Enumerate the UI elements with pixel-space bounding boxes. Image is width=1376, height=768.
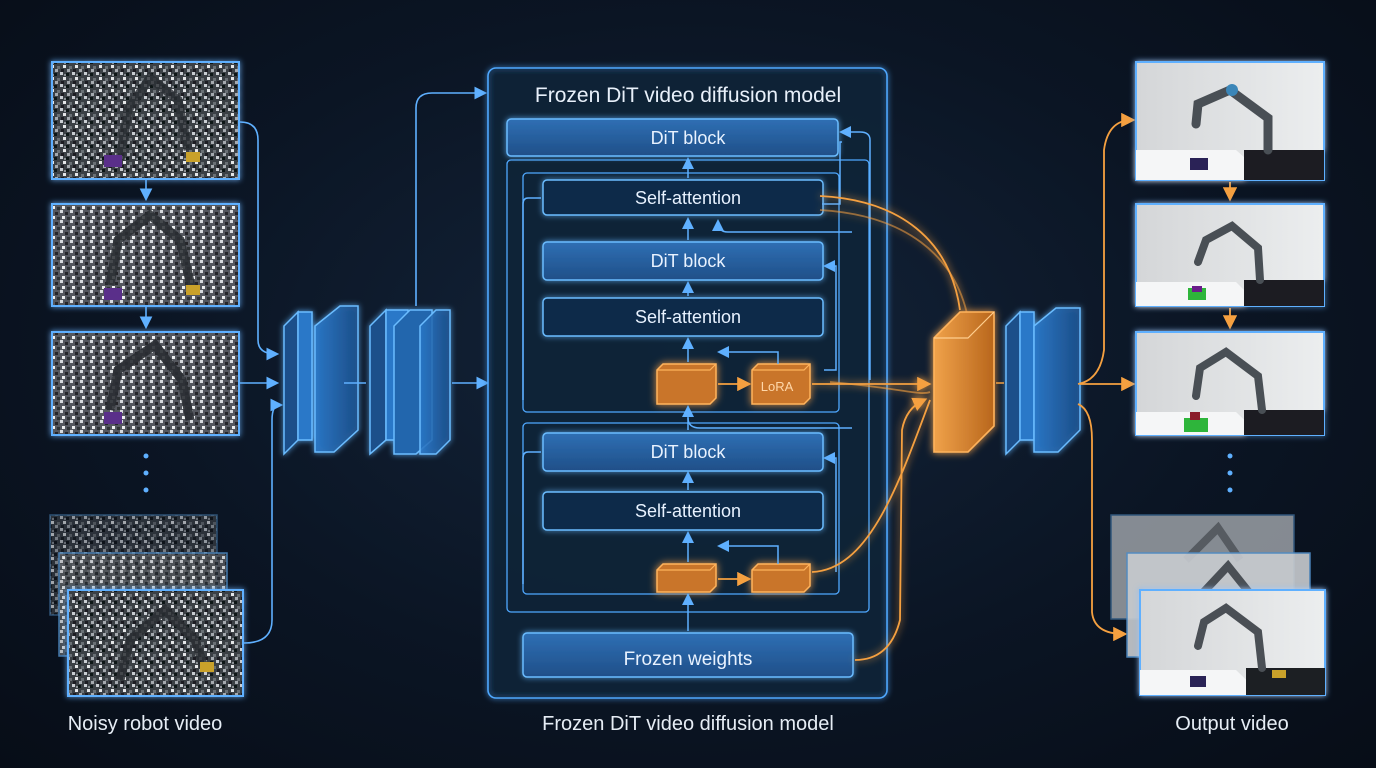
output-frame-1 — [1135, 61, 1325, 181]
right-connectors — [1077, 112, 1238, 642]
left-connectors — [239, 121, 284, 644]
lora-block: LoRA — [751, 363, 811, 405]
self-attention-block-3: Self-attention — [542, 491, 824, 531]
adapter-cube-lower-1 — [656, 563, 717, 593]
dit-block-label: DiT block — [651, 251, 727, 271]
self-attention-block-2: Self-attention — [542, 297, 824, 337]
lora-label: LoRA — [761, 379, 794, 394]
self-attention-label: Self-attention — [635, 501, 741, 521]
ellipsis-dot — [1227, 487, 1233, 493]
decoder-slabs — [933, 307, 1081, 456]
output-frames-column — [1110, 61, 1326, 696]
self-attention-block-1: Self-attention — [542, 179, 824, 216]
caption-model: Frozen DiT video diffusion model — [542, 713, 834, 735]
noisy-frame-3 — [51, 331, 240, 436]
dit-block-label: DiT block — [651, 442, 727, 462]
ellipsis-dot — [143, 487, 149, 493]
frozen-dit-model: Frozen DiT video diffusion model DiT blo… — [487, 67, 888, 699]
ellipsis-dot — [1227, 453, 1233, 459]
adapter-cube-upper — [656, 363, 717, 405]
noisy-frames-column — [49, 61, 244, 697]
model-title: Frozen DiT video diffusion model — [535, 84, 841, 107]
internal-orange-arrows — [718, 376, 752, 587]
frozen-weights-block: Frozen weights — [522, 632, 854, 678]
noisy-frame-2 — [51, 203, 240, 307]
ellipsis-dot — [143, 470, 149, 476]
dit-block-2: DiT block — [542, 241, 824, 281]
caption-output-video: Output video — [1175, 713, 1288, 735]
orange-flow — [811, 195, 969, 661]
noisy-frame-1 — [51, 61, 240, 180]
ellipsis-dot — [1227, 470, 1233, 476]
output-frame-3 — [1135, 331, 1325, 436]
frozen-weights-label: Frozen weights — [624, 649, 753, 670]
dit-block-label: DiT block — [651, 128, 727, 148]
output-frame-2 — [1135, 203, 1325, 307]
dit-block-3: DiT block — [542, 432, 824, 472]
dit-block-top: DiT block — [506, 118, 839, 157]
internal-arrows — [522, 126, 871, 631]
noisy-frame-stack — [49, 514, 244, 697]
self-attention-label: Self-attention — [635, 307, 741, 327]
caption-noisy-video: Noisy robot video — [68, 713, 223, 735]
ellipsis-dot — [143, 453, 149, 459]
adapter-cubes: LoRA — [656, 363, 811, 593]
encoder-slabs — [283, 305, 451, 456]
output-frame-stack — [1110, 514, 1326, 696]
encoder-connectors — [344, 86, 490, 390]
self-attention-label: Self-attention — [635, 188, 741, 208]
adapter-cube-lower-2 — [751, 563, 811, 593]
